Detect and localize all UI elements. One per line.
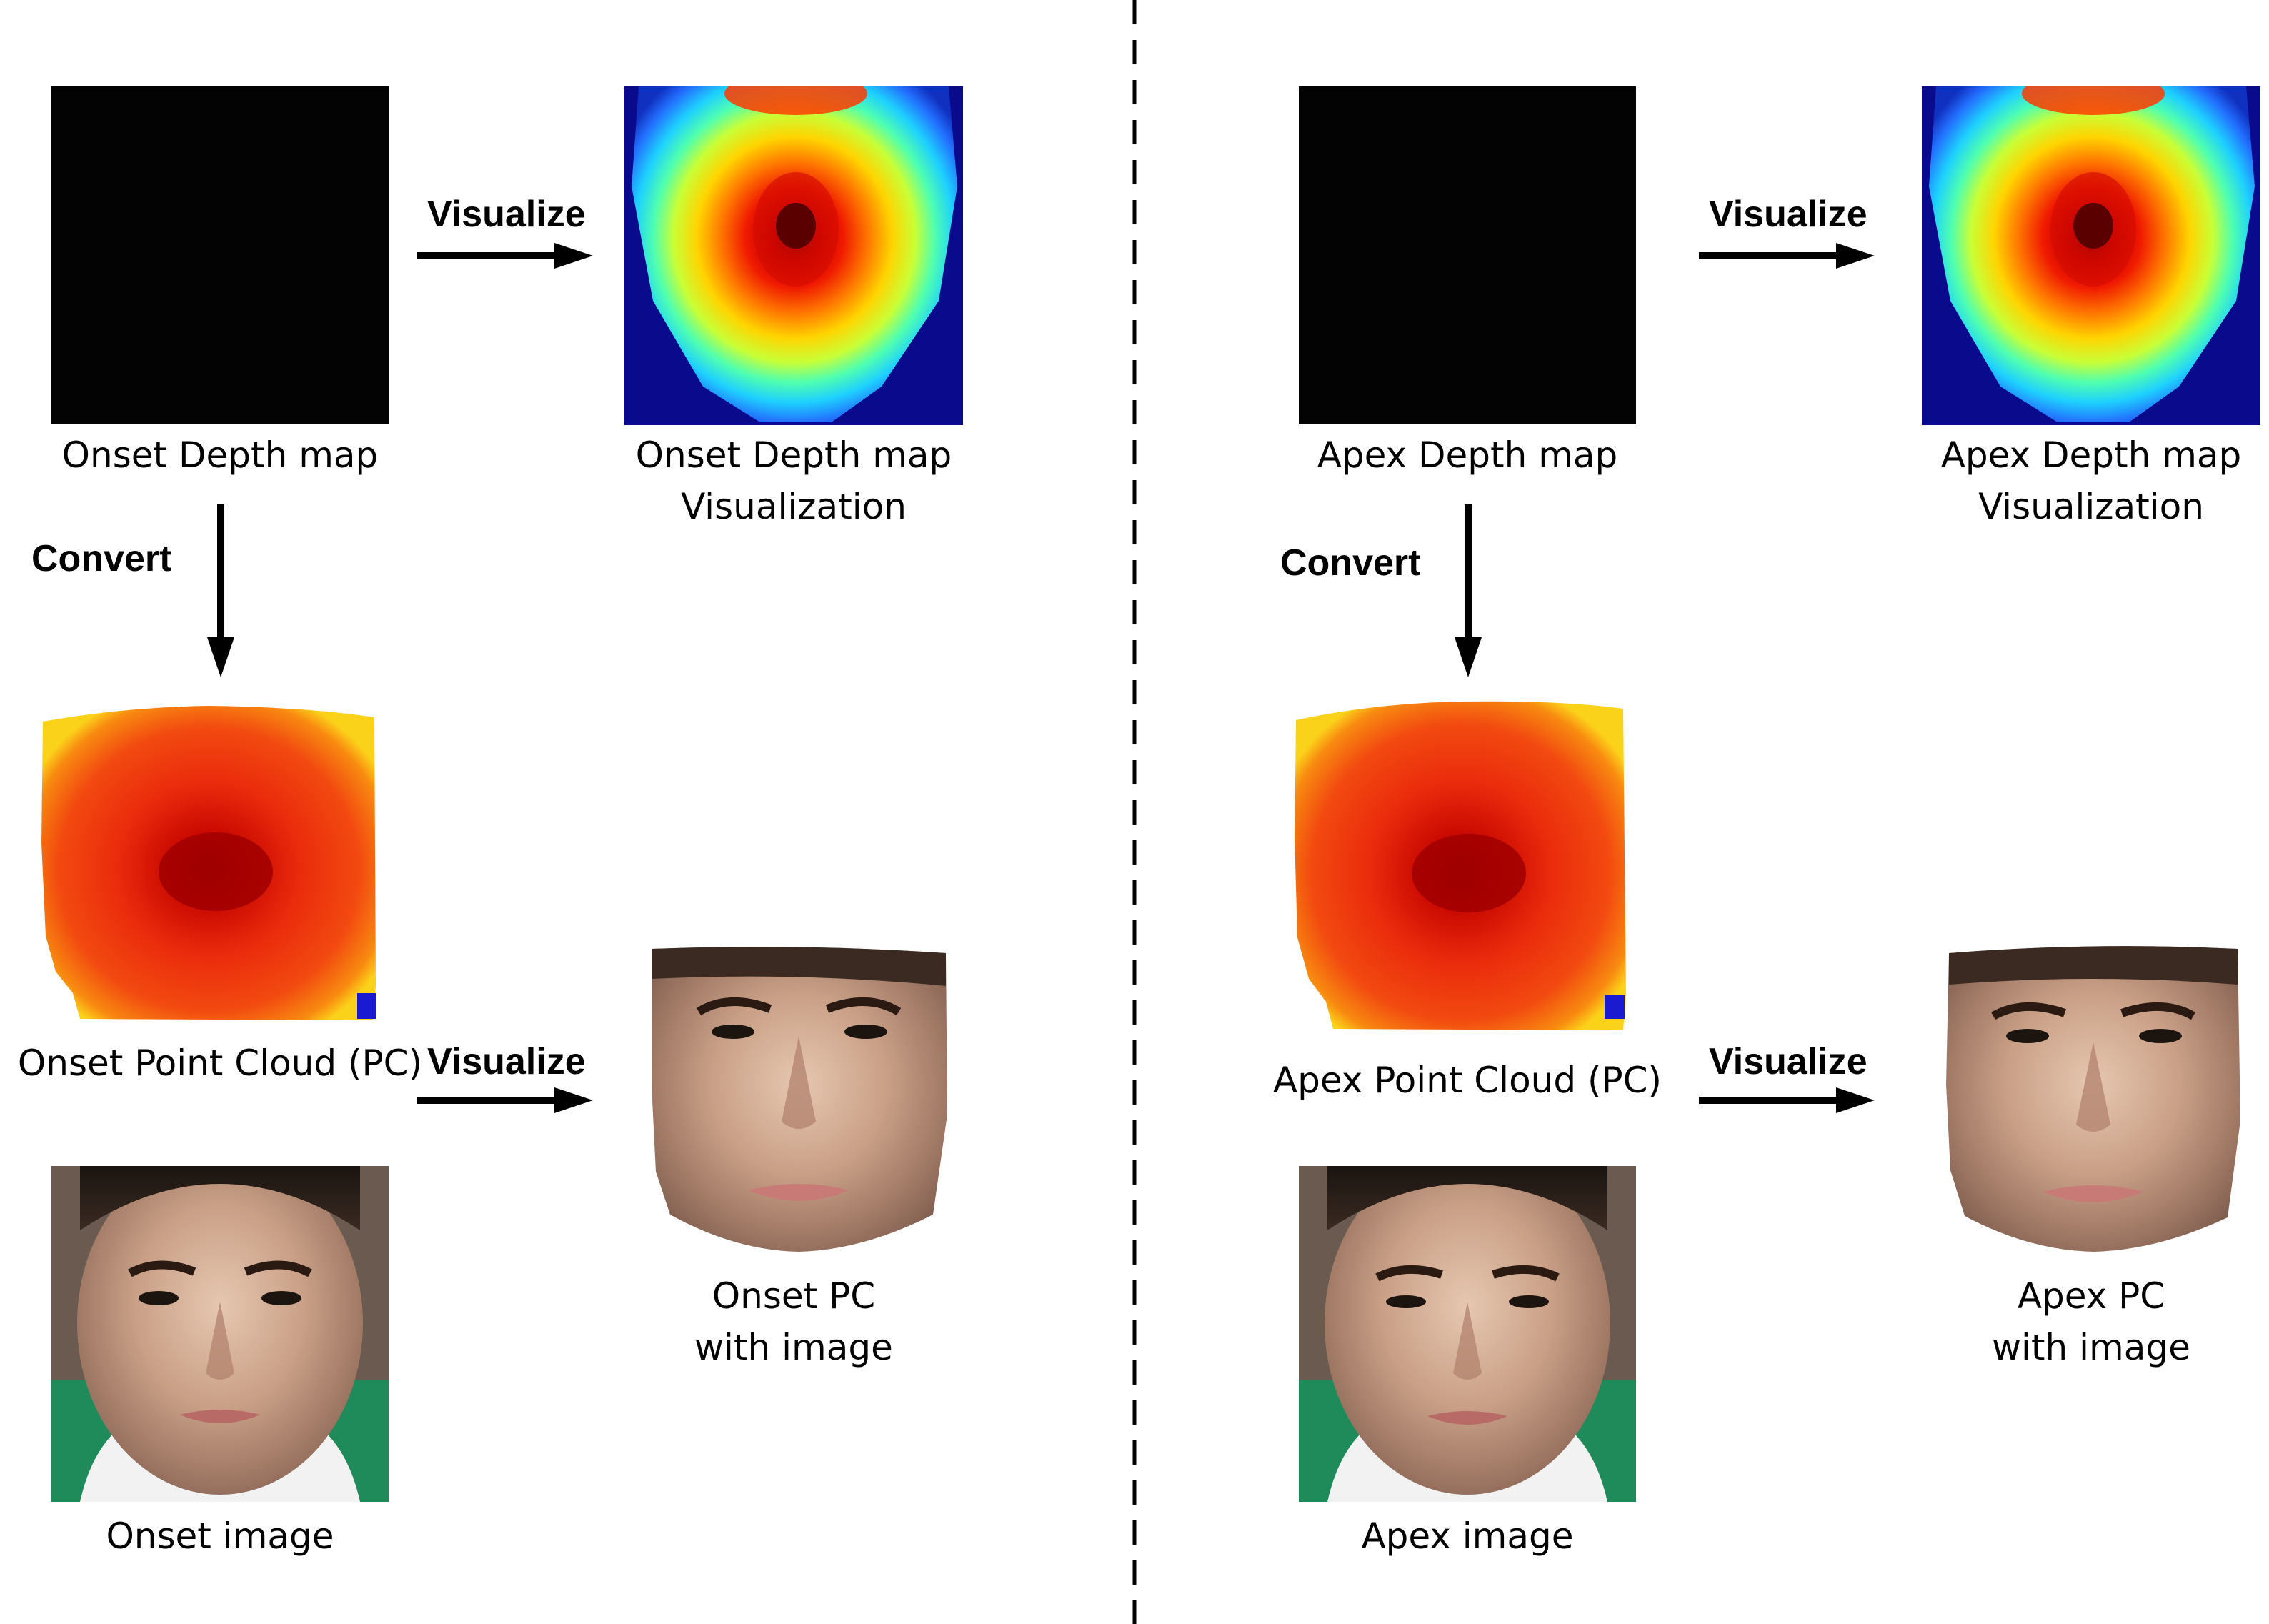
onset-depth-map-caption: Onset Depth map: [61, 434, 379, 476]
arrow-right-icon: [417, 243, 593, 269]
onset-convert-label: Convert: [31, 538, 172, 579]
apex-depth-vis-caption-line2: Visualization: [1978, 486, 2204, 527]
arrow-down-icon: [1455, 504, 1482, 677]
onset-depth-visualization-image: [624, 86, 963, 425]
apex-pc-with-image: [1946, 946, 2240, 1252]
onset-depth-vis-caption-line1: Onset Depth map: [635, 434, 952, 476]
onset-point-cloud-image: [41, 706, 376, 1020]
onset-pc-with-image: [652, 947, 947, 1252]
apex-convert-label: Convert: [1280, 542, 1421, 584]
apex-face-image: [1299, 1166, 1636, 1502]
onset-face-image: [51, 1166, 389, 1502]
apex-pc-image-caption-line1: Apex PC: [2017, 1275, 2165, 1317]
apex-point-cloud-caption: Apex Point Cloud (PC): [1272, 1060, 1662, 1101]
onset-pc-image-caption-line1: Onset PC: [712, 1275, 876, 1317]
arrow-right-icon: [417, 1087, 593, 1113]
onset-image-caption: Onset image: [106, 1515, 334, 1557]
onset-visualize-label-top: Visualize: [427, 194, 586, 235]
apex-depth-map-image: [1299, 86, 1636, 424]
apex-depth-visualization-image: [1922, 86, 2260, 425]
onset-point-cloud-caption: Onset Point Cloud (PC): [17, 1042, 423, 1084]
arrow-down-icon: [207, 504, 234, 677]
arrow-right-icon: [1699, 243, 1875, 269]
onset-visualize-label-bottom: Visualize: [427, 1041, 586, 1082]
apex-depth-vis-caption-line1: Apex Depth map: [1940, 434, 2242, 476]
onset-depth-map-image: [51, 86, 389, 424]
apex-depth-map-caption: Apex Depth map: [1317, 434, 1618, 476]
apex-visualize-label-top: Visualize: [1709, 194, 1867, 235]
onset-depth-vis-caption-line2: Visualization: [681, 486, 907, 527]
apex-pc-image-caption-line2: with image: [1992, 1327, 2190, 1368]
divider-dashed-line: [1132, 0, 1137, 1624]
onset-pc-image-caption-line2: with image: [694, 1327, 893, 1368]
arrow-right-icon: [1699, 1087, 1875, 1113]
apex-point-cloud-image: [1295, 701, 1626, 1030]
apex-visualize-label-bottom: Visualize: [1709, 1041, 1867, 1082]
apex-image-caption: Apex image: [1361, 1515, 1574, 1557]
